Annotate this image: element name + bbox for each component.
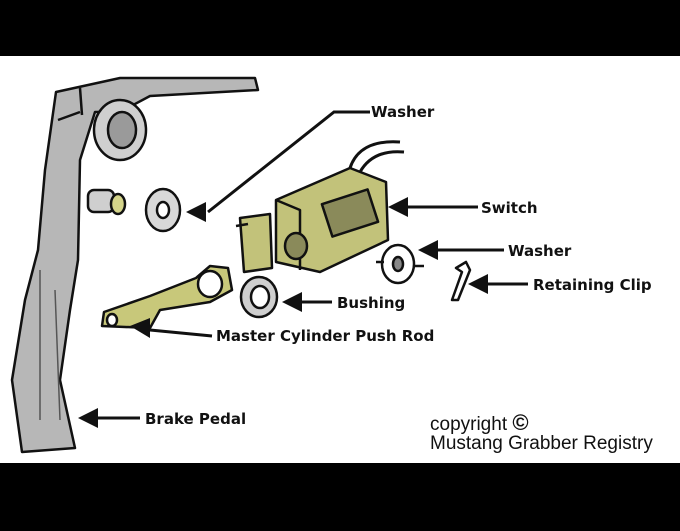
switch-part	[235, 140, 405, 274]
washer-top-leader	[186, 110, 370, 222]
brake-pedal-leader	[78, 408, 140, 428]
label-retaining-clip: Retaining Clip	[533, 276, 652, 294]
switch-leader	[388, 197, 478, 217]
copyright-text: copyright	[430, 414, 508, 435]
label-bushing: Bushing	[337, 294, 406, 312]
bushing-leader	[282, 292, 332, 312]
label-washer-right: Washer	[508, 242, 572, 260]
washer-right-part	[376, 243, 424, 285]
washer-left-part	[144, 187, 182, 233]
label-brake-pedal: Brake Pedal	[145, 410, 247, 428]
retaining-clip-part	[450, 260, 472, 302]
label-washer-top: Washer	[371, 103, 435, 121]
brake-pedal-part	[10, 76, 260, 454]
registry-name: Mustang Grabber Registry	[430, 433, 653, 454]
label-switch: Switch	[481, 199, 538, 217]
push-rod-part	[100, 264, 234, 330]
bushing-part	[239, 275, 279, 319]
copyright-symbol: ©	[512, 410, 529, 435]
copyright-line: copyright ©	[430, 410, 529, 436]
push-rod-leader	[130, 318, 213, 338]
washer-right-leader	[418, 240, 504, 260]
label-push-rod: Master Cylinder Push Rod	[216, 327, 435, 345]
retaining-clip-leader	[468, 274, 528, 294]
